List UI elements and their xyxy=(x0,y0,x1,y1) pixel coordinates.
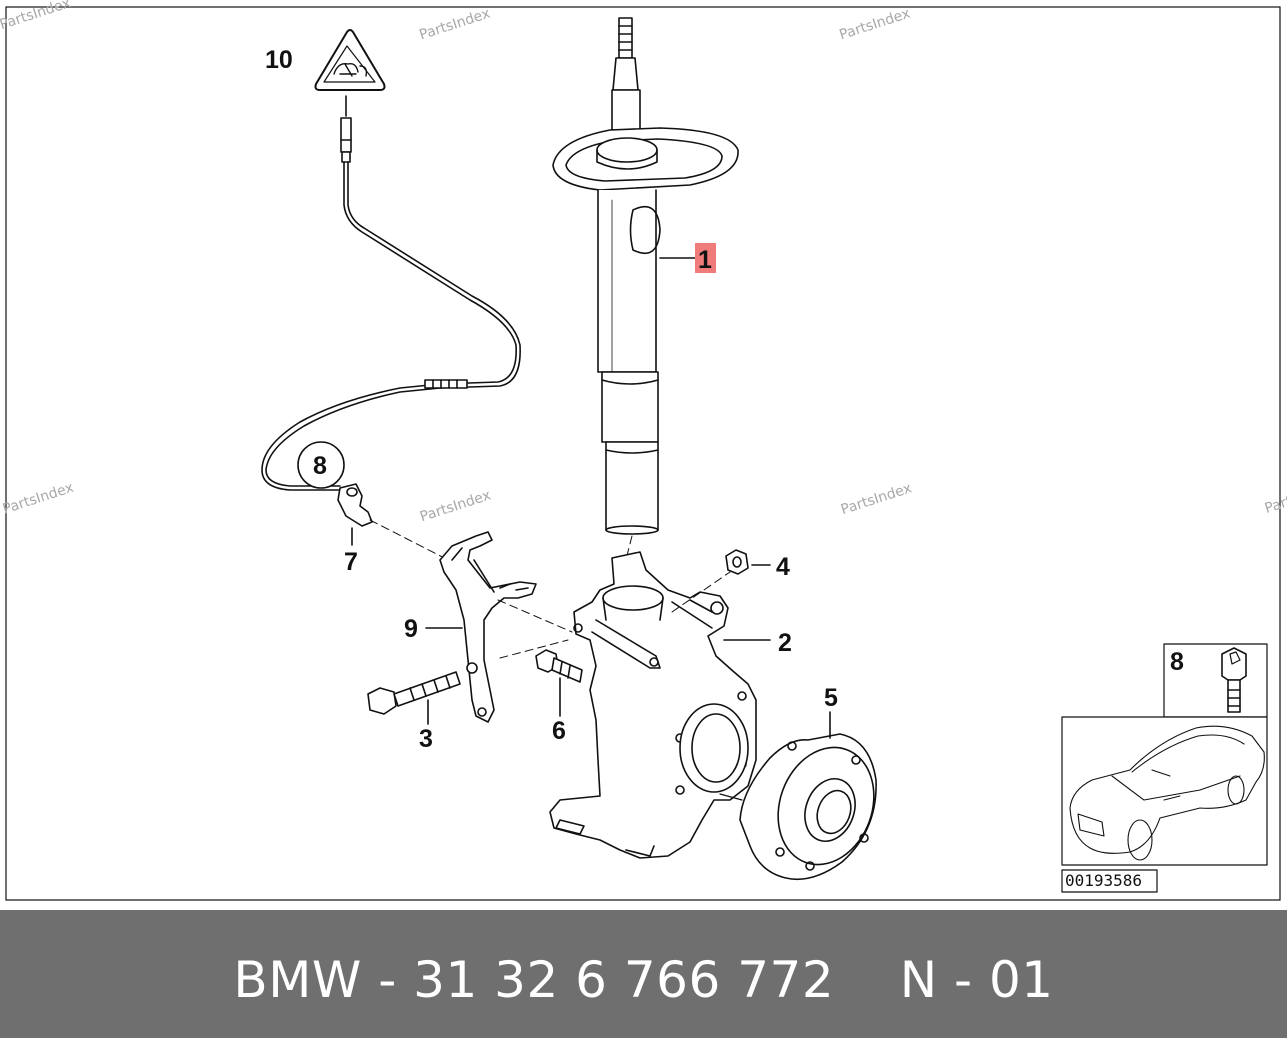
callout-circle xyxy=(297,441,345,489)
sensor-bracket xyxy=(425,531,537,723)
watermark: PartsIndex xyxy=(0,0,73,33)
watermark: PartsIndex xyxy=(837,6,912,44)
watermark: PartsIndex xyxy=(1,480,76,518)
hex-bolt xyxy=(535,649,583,717)
inset-fastener-box xyxy=(1163,643,1268,718)
diagram-frame xyxy=(5,6,1281,901)
callout-label: 10 xyxy=(265,46,293,74)
reference-number: 00193586 xyxy=(1065,871,1142,890)
watermark: PartsIndex xyxy=(1263,479,1287,517)
wheel-hub xyxy=(739,711,877,881)
parts-diagram: PartsIndex PartsIndex PartsIndex PartsIn… xyxy=(0,0,1287,901)
callout-label: 7 xyxy=(344,548,358,576)
hex-nut xyxy=(725,549,771,575)
bolt-icon xyxy=(1221,647,1247,713)
part-number-title: BMW - 31 32 6 766 772 N - 01 xyxy=(233,951,1054,1009)
reference-number-box xyxy=(1061,869,1158,893)
callout-label: 6 xyxy=(552,717,566,745)
watermark: PartsIndex xyxy=(417,6,492,44)
callout-label: 5 xyxy=(824,684,838,712)
sensor-cable xyxy=(261,117,521,491)
inset-part-label: 8 xyxy=(1170,648,1184,676)
callout-label: 4 xyxy=(776,553,790,581)
warning-triangle-icon xyxy=(314,29,386,91)
callout-label: 2 xyxy=(778,629,792,657)
callout-label: 1 xyxy=(698,246,712,274)
highlight-box xyxy=(695,243,716,273)
steering-knuckle xyxy=(549,551,771,859)
watermark: PartsIndex xyxy=(418,487,493,525)
hex-bolt xyxy=(367,671,461,725)
callout-label: 9 xyxy=(404,615,418,643)
callout-label: 3 xyxy=(419,725,433,753)
footer-bar: BMW - 31 32 6 766 772 N - 01 xyxy=(0,910,1287,1038)
callout-label: 8 xyxy=(313,452,327,480)
car-silhouette-icon xyxy=(1069,725,1265,861)
shock-absorber xyxy=(552,17,739,576)
watermark: PartsIndex xyxy=(839,480,914,518)
